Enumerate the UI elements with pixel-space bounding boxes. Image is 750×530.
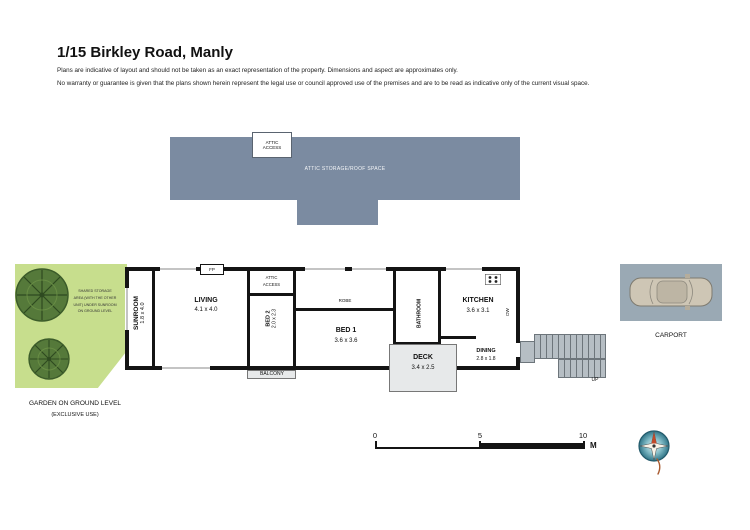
dishwasher-name: DW	[504, 308, 510, 316]
wall-kitchen-dining	[441, 336, 476, 339]
bathroom-label: BATHROOM	[415, 283, 424, 345]
window-kitchen-top	[446, 267, 482, 271]
door-dining-stairs	[516, 343, 520, 357]
bed1-dims: 3.6 x 3.6	[334, 338, 358, 344]
fireplace-box: FP	[200, 264, 224, 275]
garden-note-line3: UNIT) UNDER SUNROOM	[73, 302, 117, 307]
wall-attic-closet	[250, 293, 293, 296]
sunroom-label: SUNROOM 1.8 x 4.0	[131, 281, 147, 345]
stairs-up-label: UP	[591, 377, 599, 383]
garden-area: SHARED STORAGE AREA (WITH THE OTHER UNIT…	[15, 264, 127, 388]
garden-label: GARDEN ON GROUND LEVEL	[28, 400, 122, 407]
wall-bathroom-bottom	[393, 342, 441, 345]
carport-label: CARPORT	[655, 332, 687, 339]
window-living-bottom	[162, 366, 210, 370]
disclaimer-line-1: Plans are indicative of layout and shoul…	[57, 67, 458, 74]
deck-area	[389, 344, 457, 392]
dining-dims: 2.8 x 1.8	[476, 356, 496, 362]
tree-small-icon	[28, 338, 70, 380]
deck-dims: 3.4 x 2.5	[411, 365, 435, 371]
bathroom-name: BATHROOM	[416, 298, 422, 329]
wall-robe-bottom	[296, 308, 393, 311]
wall-bathroom-kitchen	[438, 271, 441, 345]
fireplace-label: FP	[209, 267, 215, 272]
dwelling-outline	[125, 267, 520, 370]
wall-sunroom-living	[152, 271, 155, 366]
wall-bed1-bathroom	[393, 271, 396, 345]
window-sunroom-left	[125, 288, 129, 330]
kitchen-dims: 3.6 x 3.1	[466, 308, 490, 314]
bed1-name: BED 1	[335, 327, 357, 334]
compass-icon	[634, 427, 674, 482]
sunroom-name: SUNROOM	[132, 296, 140, 330]
stair-flight-lower	[558, 359, 606, 378]
carport-area	[620, 264, 722, 321]
attic-access-label-line2: ACCESS	[262, 145, 282, 150]
robe-label: ROBE	[338, 298, 352, 303]
scalebar-ten: 10	[578, 431, 588, 440]
scalebar-tick-5	[479, 441, 481, 448]
bed2-label: BED 2 2.0 x 2.3	[264, 294, 279, 344]
scalebar-fill	[480, 443, 584, 449]
dishwasher-label: DW	[503, 301, 511, 323]
attic-access-floor-line1: ATTIC	[265, 275, 278, 280]
garden-note-line4: ON GROUND LEVEL	[77, 309, 113, 314]
stair-landing	[520, 341, 535, 363]
scalebar-tick-0	[375, 441, 377, 448]
attic-area-extension	[297, 200, 378, 225]
garden-sublabel: (EXCLUSIVE USE)	[51, 412, 99, 418]
garden-storage-note: SHARED STORAGE AREA (WITH THE OTHER UNIT…	[65, 288, 125, 315]
attic-access-box: ATTIC ACCESS	[252, 132, 292, 158]
sunroom-dims: 1.8 x 4.0	[139, 302, 146, 324]
window-living-top	[160, 267, 196, 271]
living-dims: 4.1 x 4.0	[194, 307, 218, 313]
balcony-label: BALCONY	[260, 371, 284, 377]
attic-area	[170, 137, 520, 200]
deck-name: DECK	[413, 354, 433, 361]
attic-storage-label: ATTIC STORAGE/ROOF SPACE	[304, 166, 386, 172]
balcony-area	[247, 370, 296, 379]
window-bed1-top-1	[305, 267, 345, 271]
stair-flight-upper	[534, 334, 606, 359]
wall-bed2-bed1	[293, 271, 296, 366]
bed2-dims: 2.0 x 2.3	[271, 308, 277, 329]
car-icon	[629, 274, 713, 310]
disclaimer-line-2: No warranty or guarantee is given that t…	[57, 80, 590, 87]
tree-large-icon	[15, 268, 69, 322]
scalebar-unit: M	[590, 441, 597, 450]
attic-access-floor-line2: ACCESS	[262, 282, 281, 287]
stove-icon	[485, 272, 501, 290]
garden-note-line1: SHARED STORAGE	[78, 289, 112, 293]
scalebar-zero: 0	[372, 431, 378, 440]
living-name: LIVING	[194, 297, 218, 304]
page-title: 1/15 Birkley Road, Manly	[57, 44, 233, 61]
window-bed1-top-2	[352, 267, 386, 271]
garden-note-line2: AREA (WITH THE OTHER	[73, 295, 117, 300]
dining-name: DINING	[476, 348, 496, 354]
attic-access-label-line1: ATTIC	[265, 140, 279, 145]
wall-living-bed2	[247, 271, 250, 366]
scalebar-five: 5	[477, 431, 483, 440]
garden-trees	[15, 268, 70, 380]
kitchen-name: KITCHEN	[462, 297, 494, 304]
